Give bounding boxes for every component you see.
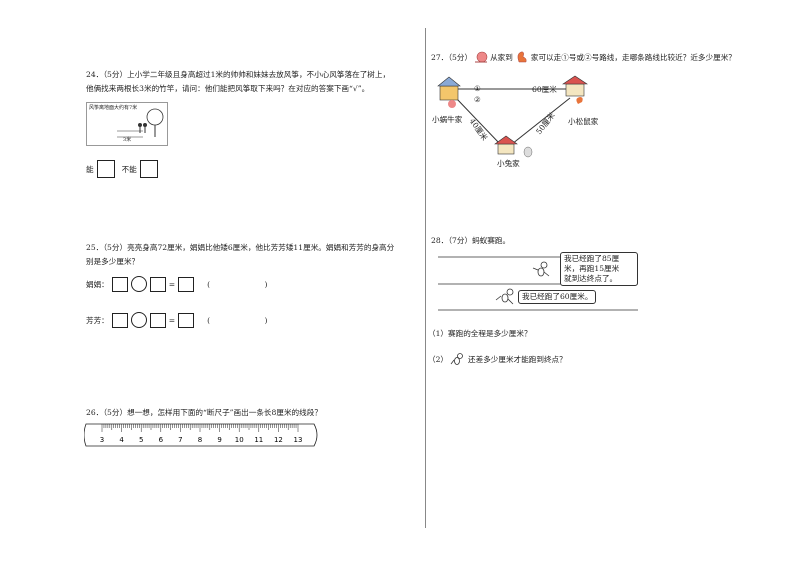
rabbit-house-icon <box>494 135 533 158</box>
q24-can-label: 能 <box>86 164 94 174</box>
question-25: 25．（5分）亮亮身高72厘米，娟娟比他矮6厘米，他比芳芳矮11厘米。娟娟和芳芳… <box>86 241 394 269</box>
snail-house-icon <box>437 76 461 108</box>
q24-img-caption: 风筝离地面大约有7米 <box>89 105 138 111</box>
q28-sub1: （1）赛跑的全程是多少厘米？ <box>428 329 532 338</box>
q25-row1-eq: = <box>168 279 176 289</box>
snail-home-label: 小蜗牛家 <box>432 115 463 124</box>
ruler-label: 9 <box>217 436 221 444</box>
q25-row2-box1[interactable] <box>111 312 128 328</box>
q25-row1-result[interactable] <box>178 276 195 292</box>
ruler-labels: 3 4 5 6 7 8 9 10 11 12 13 <box>100 436 303 444</box>
ruler-label: 4 <box>119 436 124 444</box>
squirrel-icon <box>517 51 527 63</box>
question-26: 26．（5分）想一想，怎样用下面的“断尺子”画出一条长8厘米的线段？ <box>86 408 322 417</box>
snail-icon <box>475 51 488 63</box>
ant2-speech-bubble: 我已经跑了60厘米。 <box>518 290 597 304</box>
q25-text-line2: 别是多少厘米？ <box>86 257 140 266</box>
q25-row1-box1[interactable] <box>111 276 128 292</box>
squirrel-house-icon <box>562 75 588 104</box>
q25-row1-box2[interactable] <box>149 276 166 292</box>
ruler-label: 5 <box>139 436 143 444</box>
broken-ruler: 3 4 5 6 7 8 9 10 11 12 13 <box>84 423 318 447</box>
bubble1-line2: 米，再跑15厘米 <box>564 264 620 273</box>
route-1-label: ① <box>474 84 481 93</box>
ruler-label: 13 <box>294 436 303 444</box>
q24-text-line1: 24．（5分）上小学二年级且身高超过1米的帅帅和妹妹去放风筝，不小心风筝落在了树… <box>86 70 391 79</box>
q25-row-fangfang: 芳芳： = ( ) <box>86 312 294 328</box>
ruler-label: 7 <box>178 436 182 444</box>
q27-from: 从家到 <box>490 52 513 62</box>
q25-row2-paren: ( ) <box>207 315 294 325</box>
q24-text-line2: 他俩找来两根长3米的竹竿，请问：他们能把风筝取下来吗？在对应的答案下画“√”。 <box>86 84 370 93</box>
q25-row2-operator[interactable] <box>130 312 147 328</box>
ruler-label: 6 <box>159 436 164 444</box>
q24-cannot-box[interactable] <box>139 160 158 178</box>
bubble1-line3: 就到达终点了。 <box>564 274 618 283</box>
q24-cannot-label: 不能 <box>121 164 137 174</box>
q25-row2-box2[interactable] <box>149 312 166 328</box>
q25-row1-paren: ( ) <box>207 279 294 289</box>
ruler-ticks <box>101 424 299 432</box>
q25-text-line1: 25．（5分）亮亮身高72厘米，娟娟比他矮6厘米，他比芳芳矮11厘米。娟娟和芳芳… <box>86 243 395 252</box>
distance-top: 60厘米 <box>532 85 557 94</box>
q25-row2-label: 芳芳： <box>86 315 109 325</box>
column-divider <box>425 28 426 528</box>
q28-sub2-prefix: （2） <box>428 354 449 364</box>
q25-row2-result[interactable] <box>178 312 195 328</box>
q24-illustration: 风筝离地面大约有7米 3米 <box>86 102 168 146</box>
q27-num: 27．（5分） <box>431 52 473 62</box>
ruler-label: 3 <box>100 436 104 444</box>
q25-row2-eq: = <box>168 315 176 325</box>
bubble1-line1: 我已经跑了85厘 <box>564 254 620 263</box>
ruler-label: 12 <box>274 436 283 444</box>
ruler-label: 10 <box>235 436 244 444</box>
route-map <box>437 75 588 158</box>
q25-row-juanjuan: 娟娟： = ( ) <box>86 276 294 292</box>
ant-icon-2 <box>495 288 514 305</box>
q24-img-measure: 3米 <box>123 137 132 143</box>
rabbit-home-label: 小兔家 <box>497 159 520 168</box>
ant-icon <box>532 261 550 277</box>
q28-sub2: （2） 还差多少厘米才能跑到终点？ <box>428 352 567 366</box>
q24-can-box[interactable] <box>96 160 115 178</box>
q25-row1-operator[interactable] <box>130 276 147 292</box>
question-24: 24．（5分）上小学二年级且身高超过1米的帅帅和妹妹去放风筝，不小心风筝落在了树… <box>86 68 390 96</box>
ant-small-icon <box>450 353 463 365</box>
ant1-speech-bubble: 我已经跑了85厘 米，再跑15厘米 就到达终点了。 <box>560 252 638 286</box>
q27-rest: 家可以走①号或②号路线，走哪条路线比较近？近多少厘米？ <box>530 52 736 62</box>
q28-sub2-suffix: 还差多少厘米才能跑到终点？ <box>468 354 567 364</box>
squirrel-home-label: 小松鼠家 <box>568 117 599 126</box>
question-28: 28．（7分）蚂蚁赛跑。 <box>431 236 511 245</box>
q25-row1-label: 娟娟： <box>86 279 109 289</box>
ruler-label: 11 <box>254 436 263 444</box>
question-27: 27．（5分） 从家到 家可以走①号或②号路线，走哪条路线比较近？近多少厘米？ <box>431 50 736 64</box>
q24-answer-row: 能 不能 <box>86 160 158 178</box>
ruler-label: 8 <box>198 436 202 444</box>
kids-under-tree-image <box>117 108 164 138</box>
route-2-label: ② <box>474 95 481 104</box>
